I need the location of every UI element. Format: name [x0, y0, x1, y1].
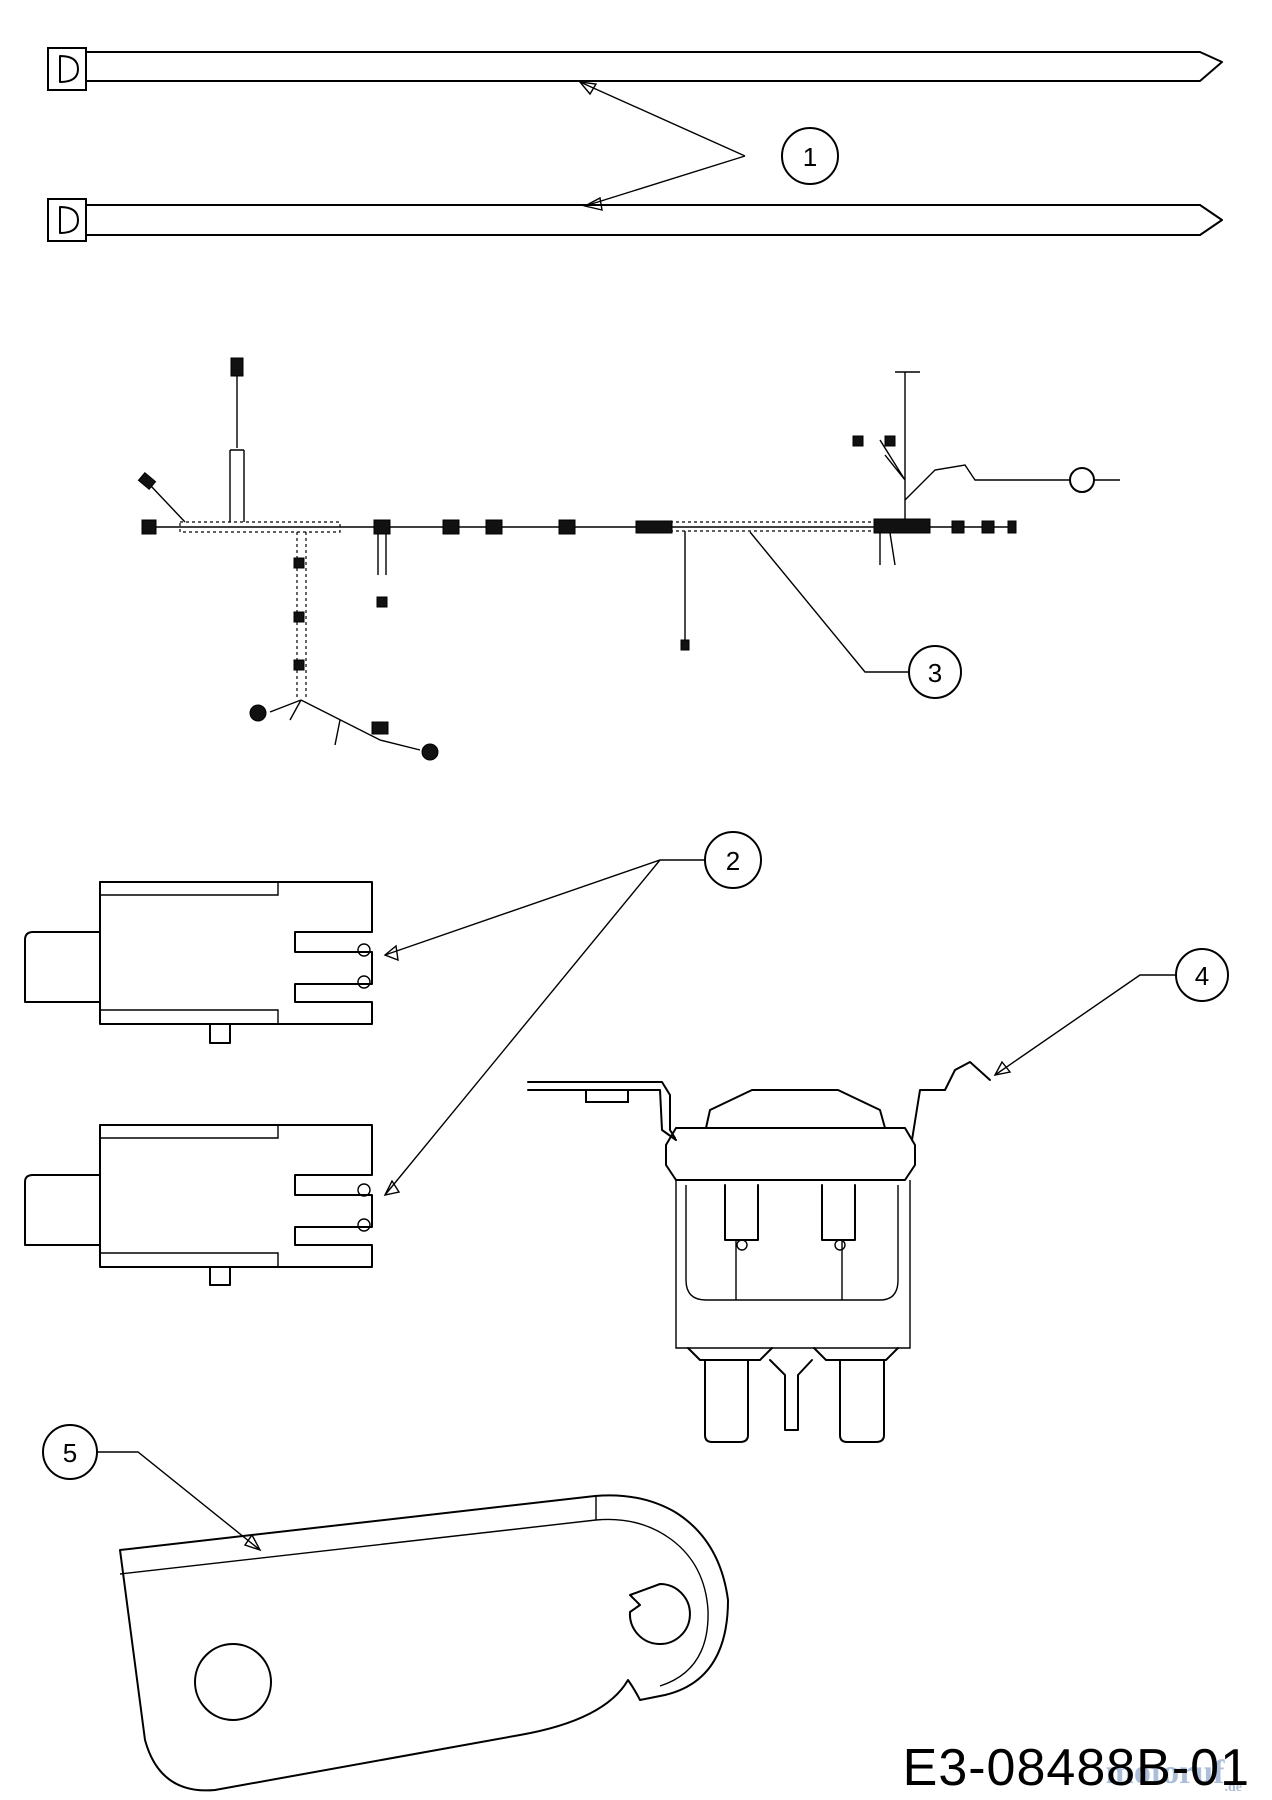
callout-4-leader	[993, 974, 1175, 1076]
wiring-harness	[137, 357, 1120, 761]
watermark: motoruf.de	[1106, 1754, 1242, 1796]
svg-text:3: 3	[928, 658, 942, 688]
callout-2: 2	[704, 831, 762, 889]
cable-tie-upper	[47, 47, 1223, 91]
interlock-switch-lower	[24, 1124, 373, 1286]
watermark-text: motoruf	[1105, 1754, 1225, 1792]
callout-5-leader	[98, 1451, 262, 1552]
svg-text:1: 1	[803, 142, 817, 172]
svg-text:2: 2	[726, 846, 740, 876]
cable-tie-lower	[47, 198, 1223, 242]
callout-4: 4	[1175, 948, 1229, 1002]
svg-text:5: 5	[63, 1438, 77, 1468]
callout-3: 3	[908, 645, 962, 699]
callout-5: 5	[42, 1424, 98, 1480]
watermark-suffix: .de	[1224, 1780, 1243, 1795]
callout-3-leader	[749, 531, 910, 673]
bracket	[119, 1494, 729, 1792]
callout-2-leaders	[383, 859, 705, 1196]
svg-text:4: 4	[1195, 961, 1209, 991]
interlock-switch-upper	[24, 881, 373, 1044]
solenoid	[527, 1061, 991, 1443]
callout-1-leaders	[578, 81, 746, 211]
drawing-code: E3-08488B-01	[902, 1739, 1250, 1797]
callout-1: 1	[781, 127, 839, 185]
